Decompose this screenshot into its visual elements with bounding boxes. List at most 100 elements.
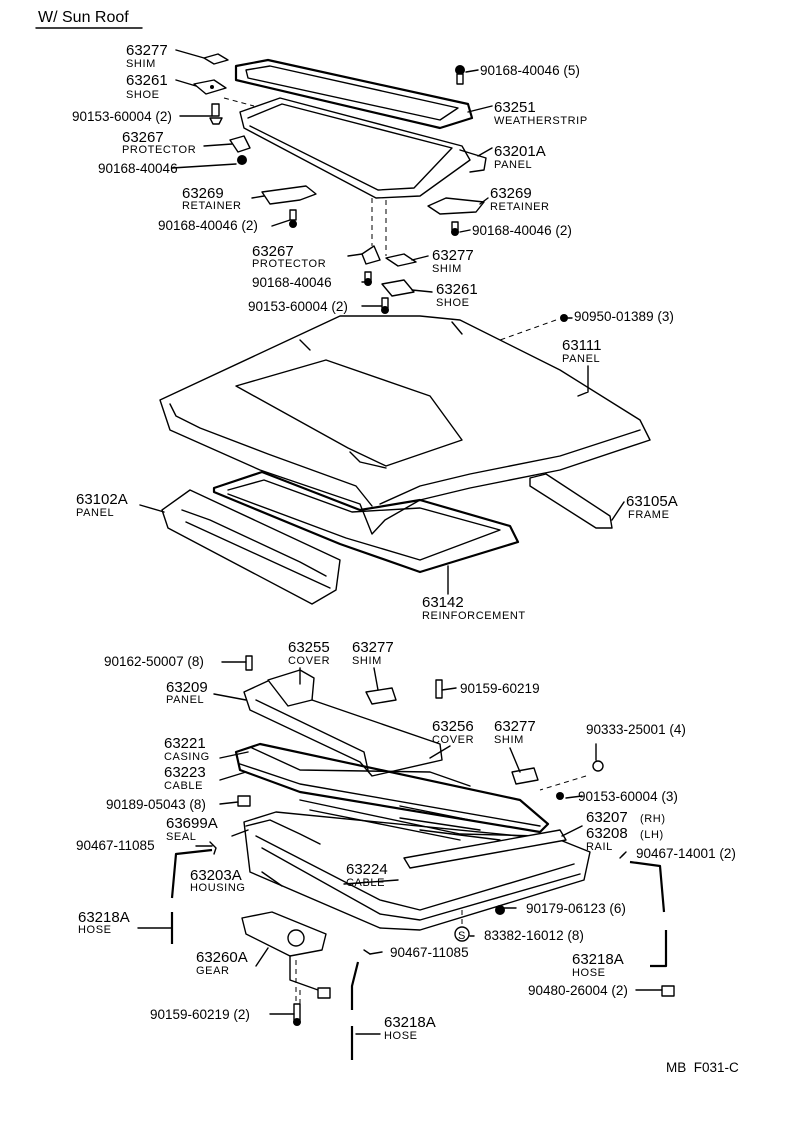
label-63207-side: (RH) xyxy=(640,813,666,825)
hose-left-top xyxy=(170,848,213,899)
label-63269-left-name: RETAINER xyxy=(182,200,242,212)
ring-90333 xyxy=(592,760,604,772)
frame-drawing xyxy=(529,473,613,529)
label-63218A-left-name: HOSE xyxy=(78,924,112,936)
clip-90467-left xyxy=(209,841,217,855)
label-63277-right: 63277 xyxy=(494,718,536,735)
label-63269-left: 63269 xyxy=(182,185,224,202)
bolt-90159-top xyxy=(435,679,443,699)
label-63277-mid-name: SHIM xyxy=(352,655,382,667)
weatherstrip-drawing xyxy=(234,58,474,130)
label-63203A: 63203A xyxy=(190,867,242,884)
hose-right-top xyxy=(629,860,666,913)
label-90162: 90162-50007 (8) xyxy=(104,654,204,669)
label-63221: 63221 xyxy=(164,735,206,752)
label-63277-top: 63277 xyxy=(126,42,168,59)
bolt-90168-right xyxy=(451,221,459,236)
label-63261-top-name: SHOE xyxy=(126,89,160,101)
label-63102A-name: PANEL xyxy=(76,507,114,519)
clip-90179 xyxy=(495,905,505,915)
label-90467-c: 90467-11085 xyxy=(390,945,469,960)
label-63218A-center: 63218A xyxy=(384,1014,436,1031)
retainer-left-drawing xyxy=(261,185,317,205)
label-90467-a: 90467-11085 xyxy=(76,838,155,853)
shim-right-drawing xyxy=(511,767,539,785)
label-63209-name: PANEL xyxy=(166,694,204,706)
rear-panel-drawing xyxy=(161,489,341,605)
label-63209: 63209 xyxy=(166,679,208,696)
label-63255: 63255 xyxy=(288,639,330,656)
label-63277-top-name: SHIM xyxy=(126,58,156,70)
label-63267-top: 63267 xyxy=(122,129,164,146)
label-63256-name: COVER xyxy=(432,734,474,746)
label-63260A: 63260A xyxy=(196,949,248,966)
clip-90467-center xyxy=(363,949,371,955)
label-63269-right: 63269 xyxy=(490,185,532,202)
screw-83382: S xyxy=(454,926,470,942)
protector-top-drawing xyxy=(229,135,251,165)
casing-cable-drawing xyxy=(234,742,550,834)
label-63277-lower: 63277 xyxy=(432,247,474,264)
label-63111-name: PANEL xyxy=(562,353,600,365)
label-63699A-name: SEAL xyxy=(166,831,197,843)
label-63105A: 63105A xyxy=(626,493,678,510)
label-90168-b: 90168-40046 (2) xyxy=(158,218,258,233)
label-63221-name: CASING xyxy=(164,751,210,763)
seal-drawing xyxy=(245,819,321,845)
label-63224: 63224 xyxy=(346,861,388,878)
label-63277-lower-name: SHIM xyxy=(432,263,462,275)
diagram-title: W/ Sun Roof xyxy=(38,9,129,26)
bolt-90162 xyxy=(245,655,253,671)
label-63142: 63142 xyxy=(422,594,464,611)
protector-lower-drawing xyxy=(361,245,381,265)
shoe-lower-drawing xyxy=(381,279,415,297)
label-90159-a: 90159-60219 xyxy=(460,681,540,696)
label-63251: 63251 xyxy=(494,99,536,116)
label-63208: 63208 xyxy=(586,825,628,842)
label-63251-name: WEATHERSTRIP xyxy=(494,115,588,127)
label-63218A-right-name: HOSE xyxy=(572,967,606,979)
label-63261-top: 63261 xyxy=(126,72,168,89)
label-90480: 90480-26004 (2) xyxy=(528,983,628,998)
bolt-90153-lower xyxy=(381,297,389,314)
shim-mid-drawing xyxy=(365,687,397,705)
label-63208-name: RAIL xyxy=(586,841,613,853)
bolt-90168-left xyxy=(289,209,297,228)
label-63255-name: COVER xyxy=(288,655,330,667)
front-panel-cover-drawing xyxy=(243,669,443,777)
label-63267-lower: 63267 xyxy=(252,243,294,260)
roof-panel-drawing xyxy=(159,315,651,535)
bolt-90168-5 xyxy=(455,65,465,85)
hose-center-top xyxy=(350,961,360,1010)
label-90153-bottom: 90153-60004 (3) xyxy=(578,789,678,804)
label-63201A: 63201A xyxy=(494,143,546,160)
label-63218A-right: 63218A xyxy=(572,951,624,968)
bolt-90159-bottom xyxy=(293,1003,301,1026)
bolt-90153-bottom xyxy=(556,792,564,800)
shim-top-drawing xyxy=(203,53,229,65)
label-63102A: 63102A xyxy=(76,491,128,508)
label-63256: 63256 xyxy=(432,718,474,735)
reinforcement-drawing xyxy=(212,470,520,574)
label-63261-lower: 63261 xyxy=(436,281,478,298)
label-63208-side: (LH) xyxy=(640,829,664,841)
label-90153-lower: 90153-60004 (2) xyxy=(248,299,348,314)
label-90159-b: 90159-60219 (2) xyxy=(150,1007,250,1022)
label-90467-b: 90467-14001 (2) xyxy=(636,846,736,861)
label-63269-right-name: RETAINER xyxy=(490,201,550,213)
label-90153-top: 90153-60004 (2) xyxy=(72,109,172,124)
label-90950: 90950-01389 (3) xyxy=(574,309,674,324)
gear-drawing xyxy=(241,911,331,999)
rail-drawing xyxy=(403,829,567,869)
label-63223: 63223 xyxy=(164,764,206,781)
label-63203A-name: HOUSING xyxy=(190,882,246,894)
label-63105A-name: FRAME xyxy=(628,509,670,521)
label-90189: 90189-05043 (8) xyxy=(106,797,206,812)
label-63260A-name: GEAR xyxy=(196,965,230,977)
label-63277-right-name: SHIM xyxy=(494,734,524,746)
label-63218A-left: 63218A xyxy=(78,909,130,926)
footer-code: MB F031-C xyxy=(666,1060,739,1075)
shim-lower-drawing xyxy=(385,253,417,267)
svg-text:S: S xyxy=(458,930,465,942)
